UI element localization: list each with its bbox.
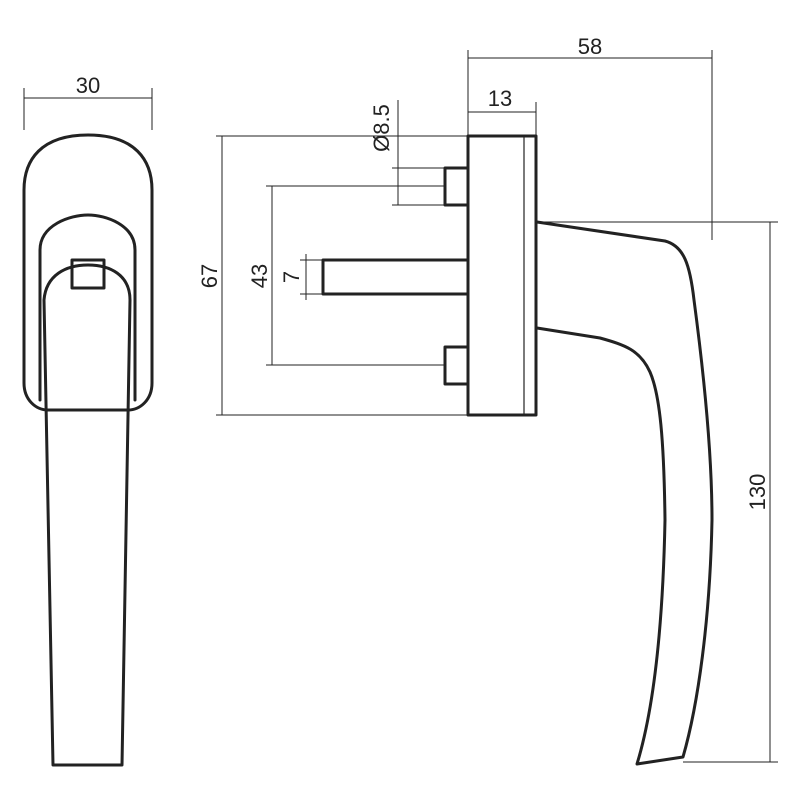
side-view bbox=[321, 134, 714, 766]
side-lever-outline bbox=[535, 220, 714, 766]
dimension-handle-length: 130 bbox=[537, 221, 778, 763]
front-lever-outline bbox=[42, 263, 132, 767]
dimension-spindle-size-label: 7 bbox=[279, 271, 304, 283]
dimension-base-height: 67 bbox=[197, 135, 468, 416]
dimension-front-width: 30 bbox=[23, 73, 153, 130]
front-rosette-outline bbox=[22, 133, 154, 412]
dimension-spindle-size: 7 bbox=[279, 254, 323, 300]
dimension-handle-length-label: 130 bbox=[745, 474, 770, 511]
side-lower-pin bbox=[443, 345, 470, 386]
dimension-pin-diameter-label: Ø8.5 bbox=[369, 104, 394, 152]
dimension-base-depth-label: 13 bbox=[488, 86, 512, 111]
dimension-base-depth: 13 bbox=[468, 86, 537, 136]
dimension-base-height-label: 67 bbox=[197, 264, 222, 288]
dimension-overall-depth-label: 58 bbox=[578, 34, 602, 59]
front-spindle-square bbox=[70, 258, 106, 290]
front-collar-outline bbox=[38, 213, 137, 402]
dimension-pin-spacing-label: 43 bbox=[247, 264, 272, 288]
dimension-pin-diameter: Ø8.5 bbox=[369, 100, 445, 206]
front-view bbox=[22, 133, 154, 767]
side-upper-pin bbox=[443, 166, 470, 207]
side-base-plate bbox=[466, 134, 538, 417]
side-spindle bbox=[321, 258, 470, 296]
dimension-pin-spacing: 43 bbox=[247, 185, 445, 366]
dimension-front-width-label: 30 bbox=[76, 73, 100, 98]
dimension-overall-depth: 58 bbox=[467, 34, 713, 240]
